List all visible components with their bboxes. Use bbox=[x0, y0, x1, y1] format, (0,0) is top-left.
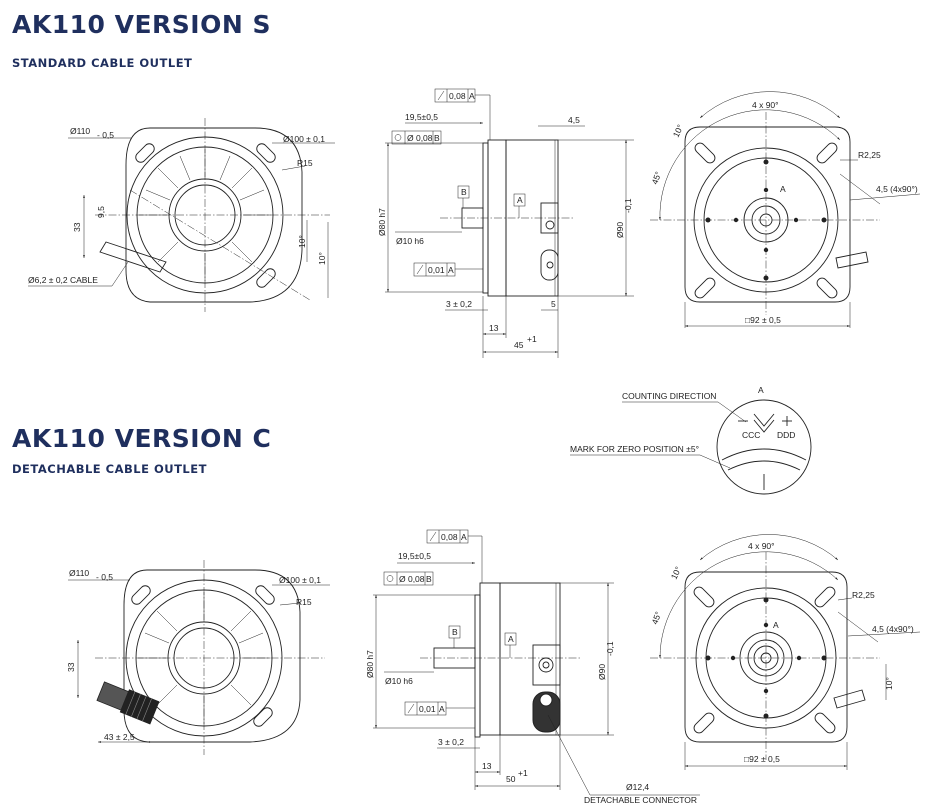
c-side-d90: Ø90 bbox=[597, 664, 607, 680]
s-front-dia110-tol: - 0,5 bbox=[97, 130, 114, 140]
s-rear-h4-5: 4,5 (4x90°) bbox=[876, 184, 918, 194]
c-rear-a45: 45° bbox=[649, 610, 663, 626]
s-side-conc: Ø 0,08 bbox=[407, 133, 433, 143]
c-front-r15: R15 bbox=[296, 597, 312, 607]
s-side-d90: Ø90 bbox=[615, 222, 625, 238]
s-front-d9-5: 9,5 bbox=[96, 206, 106, 218]
c-rear-view-a: A bbox=[773, 620, 779, 630]
c-front-dia100: Ø100 ± 0,1 bbox=[279, 575, 321, 585]
c-side-conc: Ø 0,08 bbox=[399, 574, 425, 584]
detail-a-label: A bbox=[758, 385, 764, 395]
c-rear-r2-25: R2,25 bbox=[852, 590, 875, 600]
s-side-runout: 0,08 bbox=[449, 91, 466, 101]
s-side-len19: 19,5±0,5 bbox=[405, 112, 438, 122]
s-side-datum-b: B bbox=[461, 187, 467, 197]
svg-text:DDD: DDD bbox=[777, 430, 795, 440]
s-front-dia110: Ø110 bbox=[70, 126, 90, 136]
s-side-datum-a: A bbox=[517, 195, 523, 205]
s-front-ang10a: 10° bbox=[297, 235, 307, 248]
s-rear-a10: 10° bbox=[671, 123, 685, 139]
s-front-ang10b: 10° bbox=[317, 252, 327, 265]
c-side-perp-ref: A bbox=[439, 704, 445, 714]
c-side-runout-ref: A bbox=[461, 532, 467, 542]
version-c-front-view: Ø110 - 0,5 Ø100 ± 0,1 R15 33 43 ± 2,5 bbox=[66, 560, 330, 755]
s-side-d80: Ø80 h7 bbox=[377, 208, 387, 236]
detail-a-zero: MARK FOR ZERO POSITION ±5° bbox=[570, 444, 699, 454]
s-side-d5: 5 bbox=[551, 299, 556, 309]
c-side-d90-tol: -0,1 bbox=[605, 641, 615, 656]
s-side-d45: 45 bbox=[514, 340, 524, 350]
c-rear-a10b: 10° bbox=[884, 677, 894, 690]
c-side-d50: 50 bbox=[506, 774, 516, 784]
s-front-cable: Ø6,2 ± 0,2 CABLE bbox=[28, 275, 98, 285]
s-side-d4-5: 4,5 bbox=[568, 115, 580, 125]
version-c-rear-view: 4 x 90° 10° 45° R2,25 4,5 (4x90°) 10° A … bbox=[649, 534, 921, 770]
c-rear-h4-5: 4,5 (4x90°) bbox=[872, 624, 914, 634]
version-s-subtitle: STANDARD CABLE OUTLET bbox=[12, 56, 193, 70]
s-rear-r2-25: R2,25 bbox=[858, 150, 881, 160]
c-side-d80: Ø80 h7 bbox=[365, 650, 375, 678]
c-side-perp: 0,01 bbox=[419, 704, 436, 714]
s-side-perp-ref: A bbox=[448, 265, 454, 275]
c-rear-sq92: □92 ± 0,5 bbox=[744, 754, 780, 764]
c-front-dia110-tol: - 0,5 bbox=[96, 572, 113, 582]
s-rear-sq92: □92 ± 0,5 bbox=[745, 315, 781, 325]
svg-text:CCC: CCC bbox=[742, 430, 760, 440]
c-side-datum-b: B bbox=[452, 627, 458, 637]
s-side-d13: 13 bbox=[489, 323, 499, 333]
version-s-front-view: Ø110 - 0,5 Ø100 ± 0,1 R15 33 9,5 10° 10°… bbox=[28, 118, 335, 312]
c-front-dia110: Ø110 bbox=[69, 568, 89, 578]
c-side-conc-ref: B bbox=[426, 574, 432, 584]
s-side-runout-ref: A bbox=[469, 91, 475, 101]
version-s-title: AK110 VERSION S bbox=[12, 10, 271, 39]
c-rear-angle4x90: 4 x 90° bbox=[748, 541, 775, 551]
s-side-perp: 0,01 bbox=[428, 265, 445, 275]
version-s-side-view: Ø80 h7 Ø90 -0,1 19,5±0,5 0,08 A Ø 0,08 B… bbox=[377, 88, 634, 358]
s-rear-view-a: A bbox=[780, 184, 786, 194]
s-side-d90-tol: -0,1 bbox=[623, 198, 633, 213]
s-side-d45-tol: +1 bbox=[527, 334, 537, 344]
c-side-d3: 3 ± 0,2 bbox=[438, 737, 464, 747]
version-c-side-view: Ø80 h7 Ø90 -0,1 19,5±0,5 0,08 A Ø 0,08 B… bbox=[365, 529, 700, 805]
c-side-runout: 0,08 bbox=[441, 532, 458, 542]
c-front-d43: 43 ± 2,5 bbox=[104, 732, 135, 742]
version-c-title: AK110 VERSION C bbox=[12, 424, 272, 453]
version-s-rear-view: 4 x 90° 10° 45° R2,25 4,5 (4x90°) A □92 … bbox=[649, 91, 921, 328]
detail-a-view: A CCC DDD COUNTING DIRECTION MARK FOR ZE… bbox=[570, 385, 812, 495]
c-side-d50-tol: +1 bbox=[518, 768, 528, 778]
c-side-connector: DETACHABLE CONNECTOR bbox=[584, 795, 697, 805]
c-side-d13: 13 bbox=[482, 761, 492, 771]
s-front-r15: R15 bbox=[297, 158, 313, 168]
s-rear-angle4x90: 4 x 90° bbox=[752, 100, 779, 110]
c-rear-a10: 10° bbox=[669, 565, 683, 581]
version-c-subtitle: DETACHABLE CABLE OUTLET bbox=[12, 462, 207, 476]
c-side-datum-a: A bbox=[508, 634, 514, 644]
s-rear-a45: 45° bbox=[649, 170, 663, 186]
detail-a-counting: COUNTING DIRECTION bbox=[622, 391, 716, 401]
c-side-len19: 19,5±0,5 bbox=[398, 551, 431, 561]
s-side-conc-ref: B bbox=[434, 133, 440, 143]
s-side-d3: 3 ± 0,2 bbox=[446, 299, 472, 309]
c-side-d12-4: Ø12,4 bbox=[626, 782, 649, 792]
s-front-dia100: Ø100 ± 0,1 bbox=[283, 134, 325, 144]
c-front-d33: 33 bbox=[66, 662, 76, 672]
s-front-d33: 33 bbox=[72, 222, 82, 232]
c-side-d10: Ø10 h6 bbox=[385, 676, 413, 686]
s-side-d10: Ø10 h6 bbox=[396, 236, 424, 246]
